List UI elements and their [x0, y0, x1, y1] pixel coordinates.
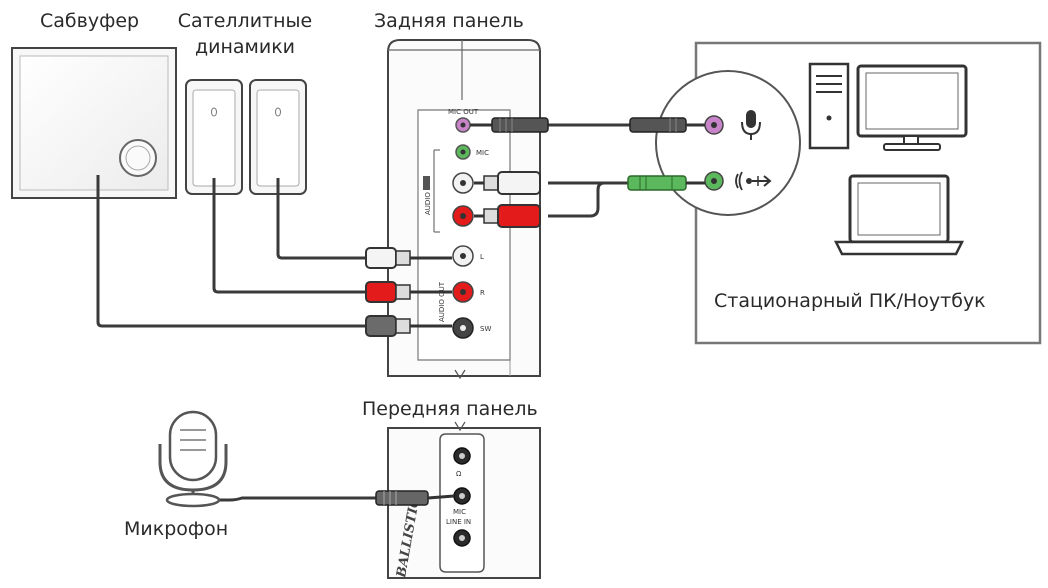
audio-in-label: AUDIO IN: [424, 183, 432, 215]
monitor-icon: [856, 64, 968, 151]
laptop-icon: [833, 174, 965, 256]
plug-right-red: [365, 281, 452, 303]
cables: [96, 123, 630, 502]
microphone-label: Микрофон: [124, 518, 229, 540]
subwoofer-knob-icon: [119, 139, 157, 177]
pc-microphone-icon: [741, 110, 761, 140]
line-in-label: LINE IN: [446, 518, 471, 526]
rear-jack-mic[interactable]: MIC: [455, 144, 489, 160]
cable-audio: [548, 181, 628, 218]
pc-port-zoom: [655, 70, 801, 216]
front-jack-headphones[interactable]: Ω: [453, 447, 471, 478]
rear-jack-subwoofer[interactable]: SW: [452, 317, 491, 339]
pc-label: Стационарный ПК/Ноутбук: [714, 290, 986, 312]
subwoofer-label: Сабвуфер: [40, 10, 140, 32]
mic-label: MIC: [476, 149, 489, 157]
right-label: R: [480, 289, 485, 297]
pc-audio-out-icon: [735, 171, 772, 191]
sw-label: SW: [480, 325, 491, 333]
plug-audio-in-white: [474, 171, 541, 195]
plug-left-white: [365, 247, 452, 269]
front-jack-line-in[interactable]: LINE IN: [446, 518, 471, 547]
cable-microphone: [196, 496, 378, 502]
front-panel-label: Передняя панель: [362, 398, 538, 420]
left-label: L: [480, 253, 484, 261]
satellites-label-line1: Сателлитные: [177, 10, 313, 32]
satellite-speaker-left: [185, 79, 243, 195]
cable-satellite-right: [276, 178, 372, 260]
desktop-tower-icon: [808, 62, 850, 150]
plug-pc-mic: [629, 117, 705, 133]
plug-mic-out: [470, 117, 549, 133]
cable-satellite-left: [212, 178, 372, 294]
plug-audio-in-red: [474, 204, 541, 228]
rear-jack-left[interactable]: L: [452, 245, 484, 267]
front-jack-mic[interactable]: MIC: [453, 487, 471, 516]
plug-pc-audio: [627, 175, 705, 191]
cable-subwoofer: [96, 175, 372, 328]
rear-jack-right[interactable]: R: [452, 281, 485, 303]
rear-panel-label: Задняя панель: [374, 10, 524, 32]
plug-subwoofer-gray: [365, 315, 452, 337]
rear-jack-audio-in-red[interactable]: [452, 205, 474, 227]
audio-out-label: AUDIO OUT: [438, 281, 446, 322]
subwoofer-device: [11, 47, 177, 199]
audio-in-switch-icon: [423, 176, 430, 190]
mic-out-label: MIC OUT: [448, 108, 479, 116]
rear-jack-audio-in-white[interactable]: [452, 172, 474, 194]
plug-front-mic: [375, 490, 455, 506]
satellites-label-line2: динамики: [194, 36, 296, 58]
microphone-icon: [158, 410, 228, 508]
satellite-speaker-right: [249, 79, 307, 195]
front-mic-label: MIC: [453, 508, 466, 516]
headphones-label: Ω: [456, 470, 462, 478]
